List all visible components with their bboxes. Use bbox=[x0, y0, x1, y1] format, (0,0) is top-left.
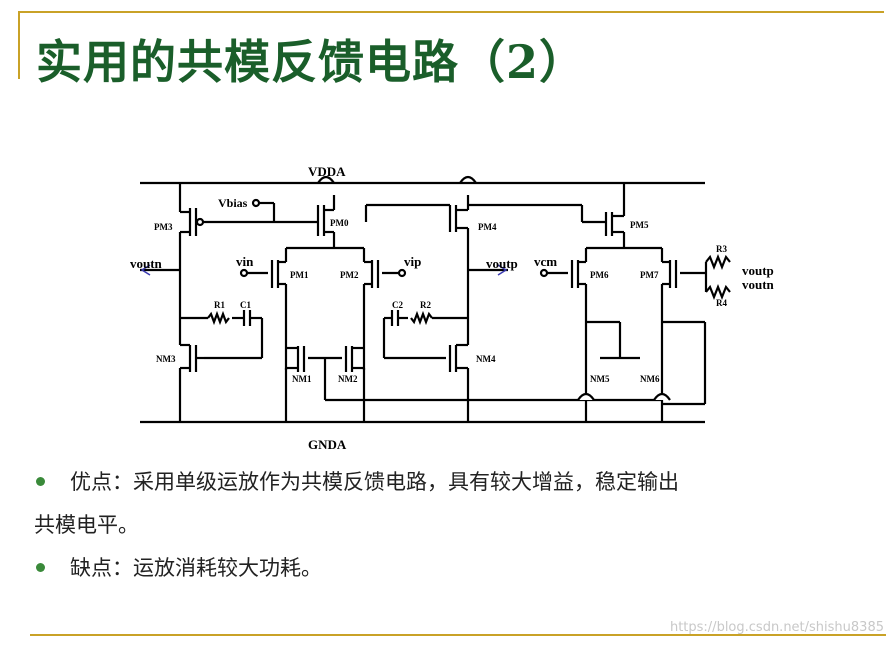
bullet-advantage-line1: 优点：采用单级运放作为共模反馈电路，具有较大增益，稳定输出 bbox=[70, 470, 679, 494]
bottom-rule bbox=[30, 634, 886, 636]
bullet-advantage-line2: 共模电平。 bbox=[34, 513, 139, 537]
r3-label: R3 bbox=[716, 244, 727, 254]
nm6-label: NM6 bbox=[640, 374, 660, 384]
vip-label: vip bbox=[404, 254, 421, 269]
vin-label: vin bbox=[236, 254, 254, 269]
c1-label: C1 bbox=[240, 300, 251, 310]
pm6-label: PM6 bbox=[590, 270, 609, 280]
nm2-label: NM2 bbox=[338, 374, 358, 384]
nm3-label: NM3 bbox=[156, 354, 176, 364]
bullet-disadvantage: 缺点：运放消耗较大功耗。 bbox=[70, 556, 322, 580]
circuit-schematic: VDDA GNDA Vbias vin vip vcm voutn voutp … bbox=[130, 164, 775, 452]
c2-label: C2 bbox=[392, 300, 403, 310]
bullet-dot bbox=[36, 477, 45, 486]
pm1-label: PM1 bbox=[290, 270, 309, 280]
nm1-label: NM1 bbox=[292, 374, 312, 384]
pm4-label: PM4 bbox=[478, 222, 497, 232]
r1-label: R1 bbox=[214, 300, 225, 310]
slide-title: 实用的共模反馈电路（2） bbox=[36, 35, 587, 89]
pm2-label: PM2 bbox=[340, 270, 359, 280]
bullet-dot bbox=[36, 563, 45, 572]
voutn-right-label: voutn bbox=[742, 277, 775, 292]
top-rule bbox=[18, 11, 884, 13]
nm5-label: NM5 bbox=[590, 374, 610, 384]
pm5-label: PM5 bbox=[630, 220, 649, 230]
r2-label: R2 bbox=[420, 300, 431, 310]
voutn-label: voutn bbox=[130, 256, 163, 271]
voutp-label: voutp bbox=[486, 256, 518, 271]
r4-label: R4 bbox=[716, 298, 727, 308]
nm4-label: NM4 bbox=[476, 354, 496, 364]
gnda-label: GNDA bbox=[308, 437, 347, 452]
pm7-label: PM7 bbox=[640, 270, 659, 280]
pm3-label: PM3 bbox=[154, 222, 173, 232]
vbias-label: Vbias bbox=[218, 196, 248, 210]
pm0-label: PM0 bbox=[330, 218, 349, 228]
vdda-label: VDDA bbox=[308, 164, 346, 179]
left-rule bbox=[18, 11, 20, 79]
watermark: https://blog.csdn.net/shishu8385 bbox=[669, 620, 884, 635]
vcm-label: vcm bbox=[534, 254, 557, 269]
voutp-right-label: voutp bbox=[742, 263, 774, 278]
